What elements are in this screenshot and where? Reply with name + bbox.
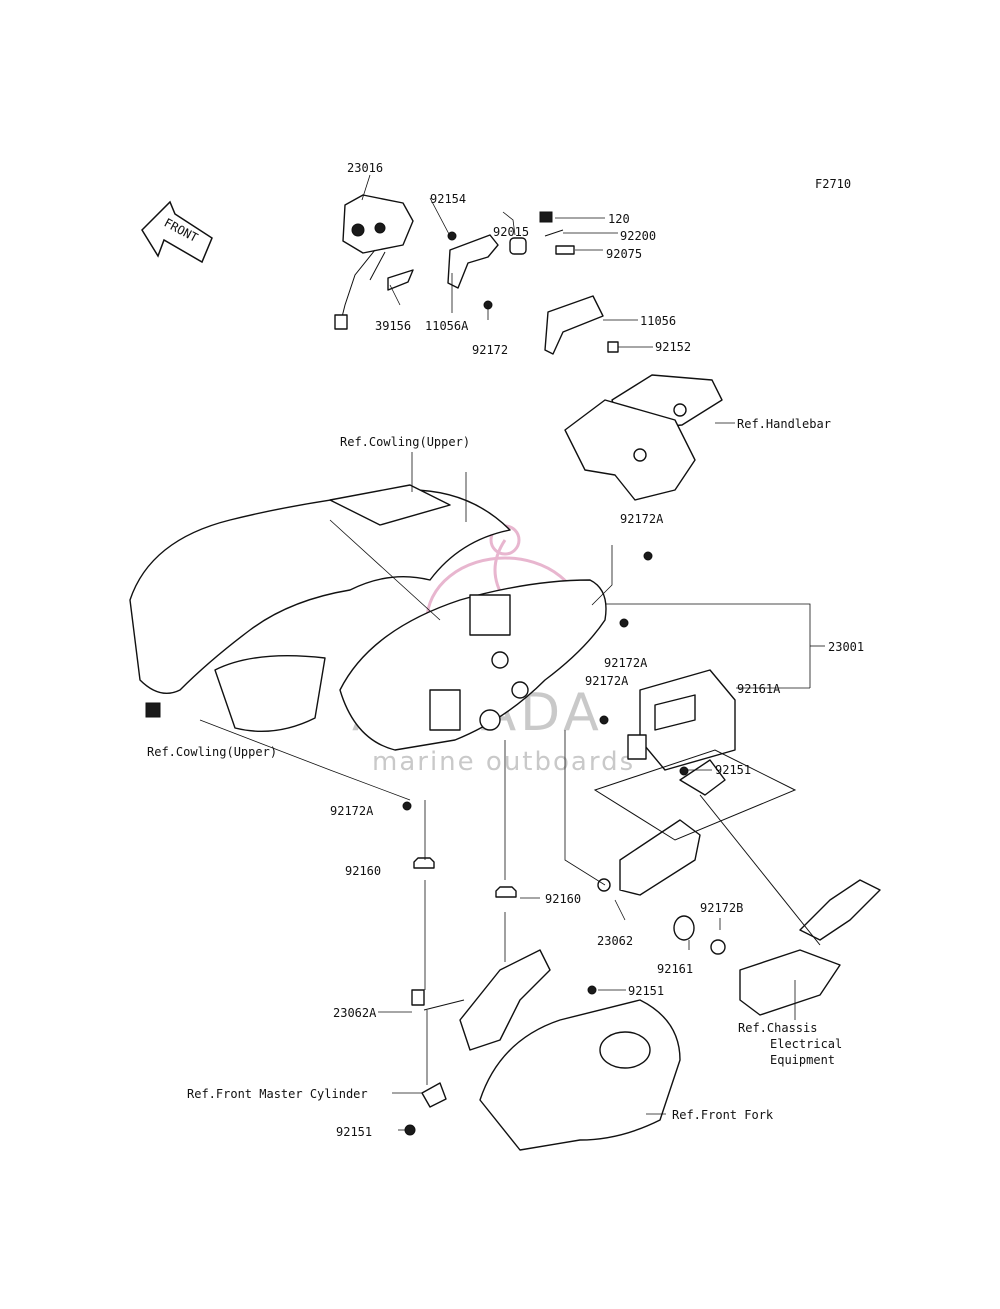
part-92172A-3-drawing — [599, 715, 609, 725]
part-120-drawing — [539, 211, 553, 223]
watermark-subtitle: marine outboards — [372, 747, 635, 777]
front-arrow-icon: FRONT — [141, 200, 213, 264]
part-23062-drawing — [593, 749, 797, 896]
part-11056A-drawing — [447, 234, 499, 289]
part-92172A-4-drawing — [402, 801, 412, 811]
label-23062: 23062 — [597, 934, 633, 948]
label-92172A-3: 92172A — [585, 674, 629, 688]
headlight-assembly-drawing — [339, 579, 607, 751]
label-92172B: 92172B — [700, 901, 743, 915]
label-ref-handlebar: Ref.Handlebar — [737, 417, 831, 431]
part-11056-drawing — [544, 295, 604, 355]
label-120: 120 — [608, 212, 630, 226]
handlebar-drawing — [564, 374, 723, 501]
part-92151-2-drawing — [587, 985, 597, 995]
label-92151-1: 92151 — [715, 763, 751, 777]
label-11056: 11056 — [640, 314, 676, 328]
label-ref-chassis-2: Electrical — [770, 1037, 842, 1051]
label-11056A: 11056A — [425, 319, 469, 333]
front-fork-drawing — [479, 999, 681, 1151]
label-ref-front-fork: Ref.Front Fork — [672, 1108, 774, 1122]
label-ref-chassis-3: Equipment — [770, 1053, 835, 1067]
label-ref-front-master-cylinder: Ref.Front Master Cylinder — [187, 1087, 368, 1101]
front-master-cylinder-drawing — [421, 1082, 447, 1108]
part-92160-left-drawing — [413, 857, 435, 869]
part-92172B-drawing — [710, 939, 726, 955]
part-23016-drawing — [334, 194, 414, 330]
label-23016: 23016 — [347, 161, 383, 175]
cowling-upper-drawing — [129, 484, 511, 732]
label-92160-left: 92160 — [345, 864, 381, 878]
label-92160-right: 92160 — [545, 892, 581, 906]
label-92151-3: 92151 — [336, 1125, 372, 1139]
part-92172A-2-drawing — [619, 618, 629, 628]
label-92172A-4: 92172A — [330, 804, 374, 818]
label-92200: 92200 — [620, 229, 656, 243]
label-92075: 92075 — [606, 247, 642, 261]
part-92075-drawing — [555, 245, 575, 255]
part-92200-drawing — [544, 229, 564, 237]
figure-code: F2710 — [815, 177, 851, 191]
part-92152-drawing — [607, 341, 619, 353]
leader-lines — [199, 174, 825, 1131]
label-92172A-1: 92172A — [620, 512, 664, 526]
label-ref-cowling-upper-left: Ref.Cowling(Upper) — [147, 745, 277, 759]
part-92154-drawing — [447, 231, 457, 241]
label-39156: 39156 — [375, 319, 411, 333]
chassis-electrical-drawing — [699, 794, 881, 1016]
label-92015: 92015 — [493, 225, 529, 239]
part-92161A-drawing — [627, 669, 736, 771]
label-92161: 92161 — [657, 962, 693, 976]
part-92151-1-drawing — [679, 766, 689, 776]
label-23001: 23001 — [828, 640, 864, 654]
label-ref-chassis-1: Ref.Chassis — [738, 1021, 817, 1035]
part-92151-bottom-drawing — [404, 1124, 416, 1136]
part-92161-drawing — [673, 915, 695, 941]
label-92152: 92152 — [655, 340, 691, 354]
label-92172A-2: 92172A — [604, 656, 648, 670]
part-92160-right-drawing — [495, 886, 517, 898]
label-92154: 92154 — [430, 192, 466, 206]
label-ref-cowling-upper-top: Ref.Cowling(Upper) — [340, 435, 470, 449]
label-92161A: 92161A — [737, 682, 781, 696]
label-92151-2: 92151 — [628, 984, 664, 998]
label-92172: 92172 — [472, 343, 508, 357]
part-92172A-1-drawing — [643, 551, 653, 561]
part-23062A-drawing — [411, 949, 551, 1051]
label-23062A: 23062A — [333, 1006, 377, 1020]
part-92015-drawing — [509, 237, 527, 255]
